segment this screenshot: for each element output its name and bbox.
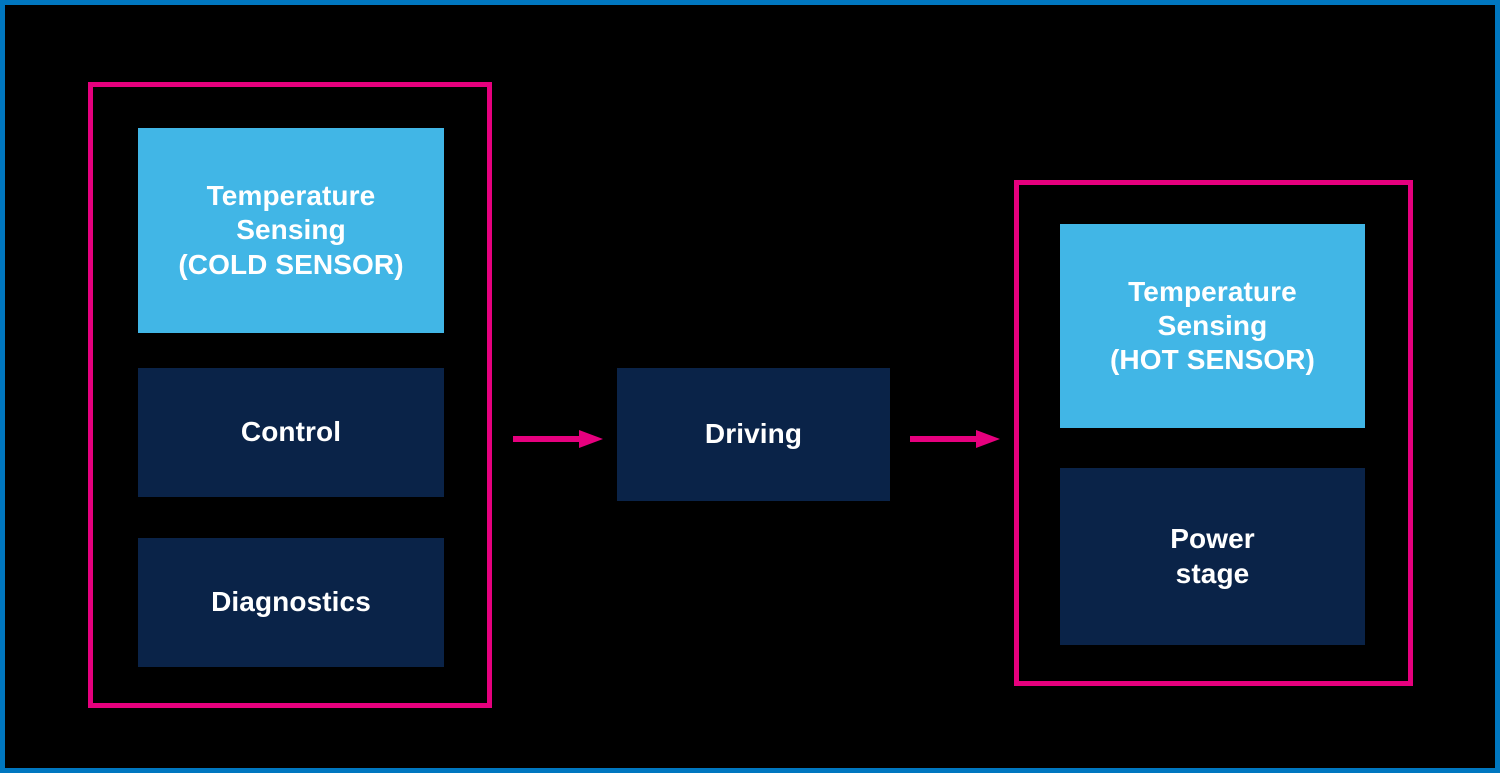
arrow-right-icon [513, 430, 603, 448]
block-power-stage[interactable]: Power stage [1060, 468, 1365, 645]
block-diagnostics[interactable]: Diagnostics [138, 538, 444, 667]
arrow-right-icon-control-to-driving [513, 423, 603, 455]
group-cold-side [88, 82, 492, 708]
block-hot-temperature-sensing[interactable]: Temperature Sensing (HOT SENSOR) [1060, 224, 1365, 428]
arrow-right-icon-driving-to-power [910, 423, 1000, 455]
arrow-right-icon [910, 430, 1000, 448]
block-driving[interactable]: Driving [617, 368, 890, 501]
block-control[interactable]: Control [138, 368, 444, 497]
group-hot-side [1014, 180, 1413, 686]
block-cold-temperature-sensing[interactable]: Temperature Sensing (COLD SENSOR) [138, 128, 444, 333]
